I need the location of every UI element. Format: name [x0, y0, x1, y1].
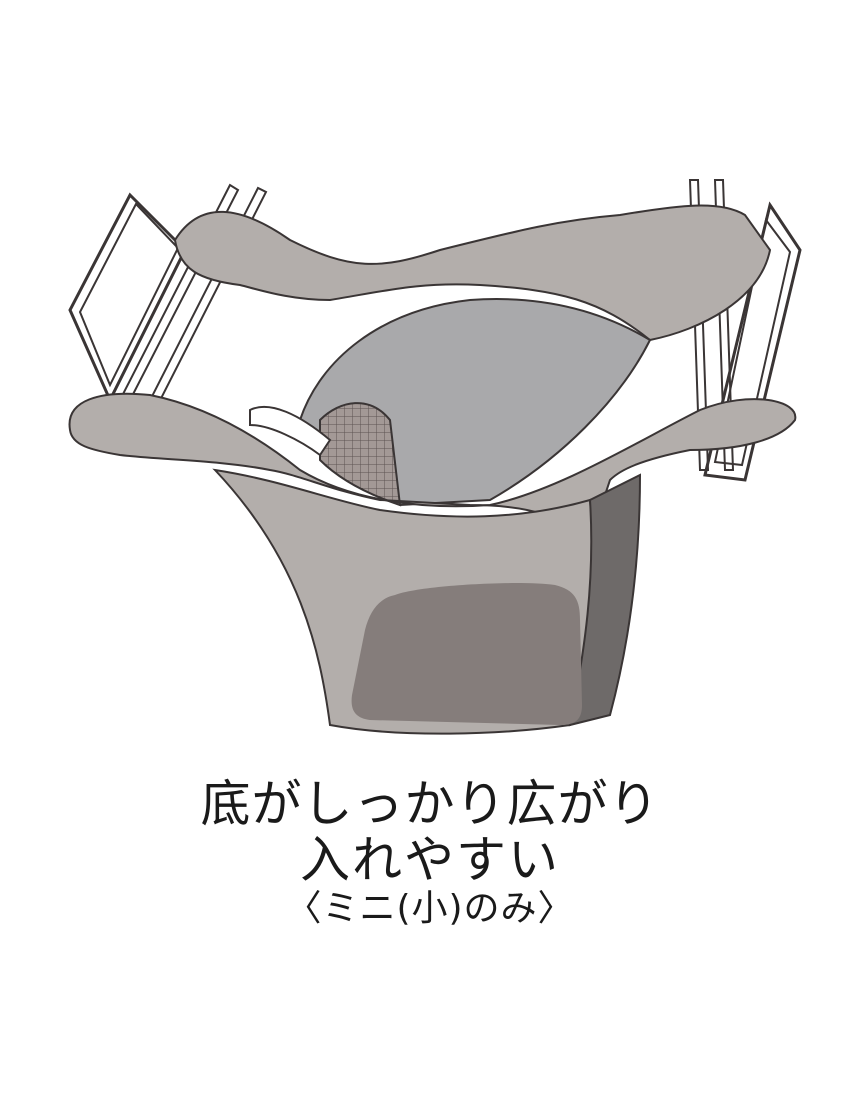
caption-headline: 底がしっかり広がり: [200, 775, 660, 833]
caption-note: 〈ミニ(小)のみ〉: [285, 888, 575, 929]
caption-subline: 入れやすい: [300, 831, 560, 889]
caption-block: 底がしっかり広がり 入れやすい 〈ミニ(小)のみ〉: [0, 775, 860, 931]
bag-illustration: [68, 179, 802, 735]
bag-body: [68, 204, 797, 735]
